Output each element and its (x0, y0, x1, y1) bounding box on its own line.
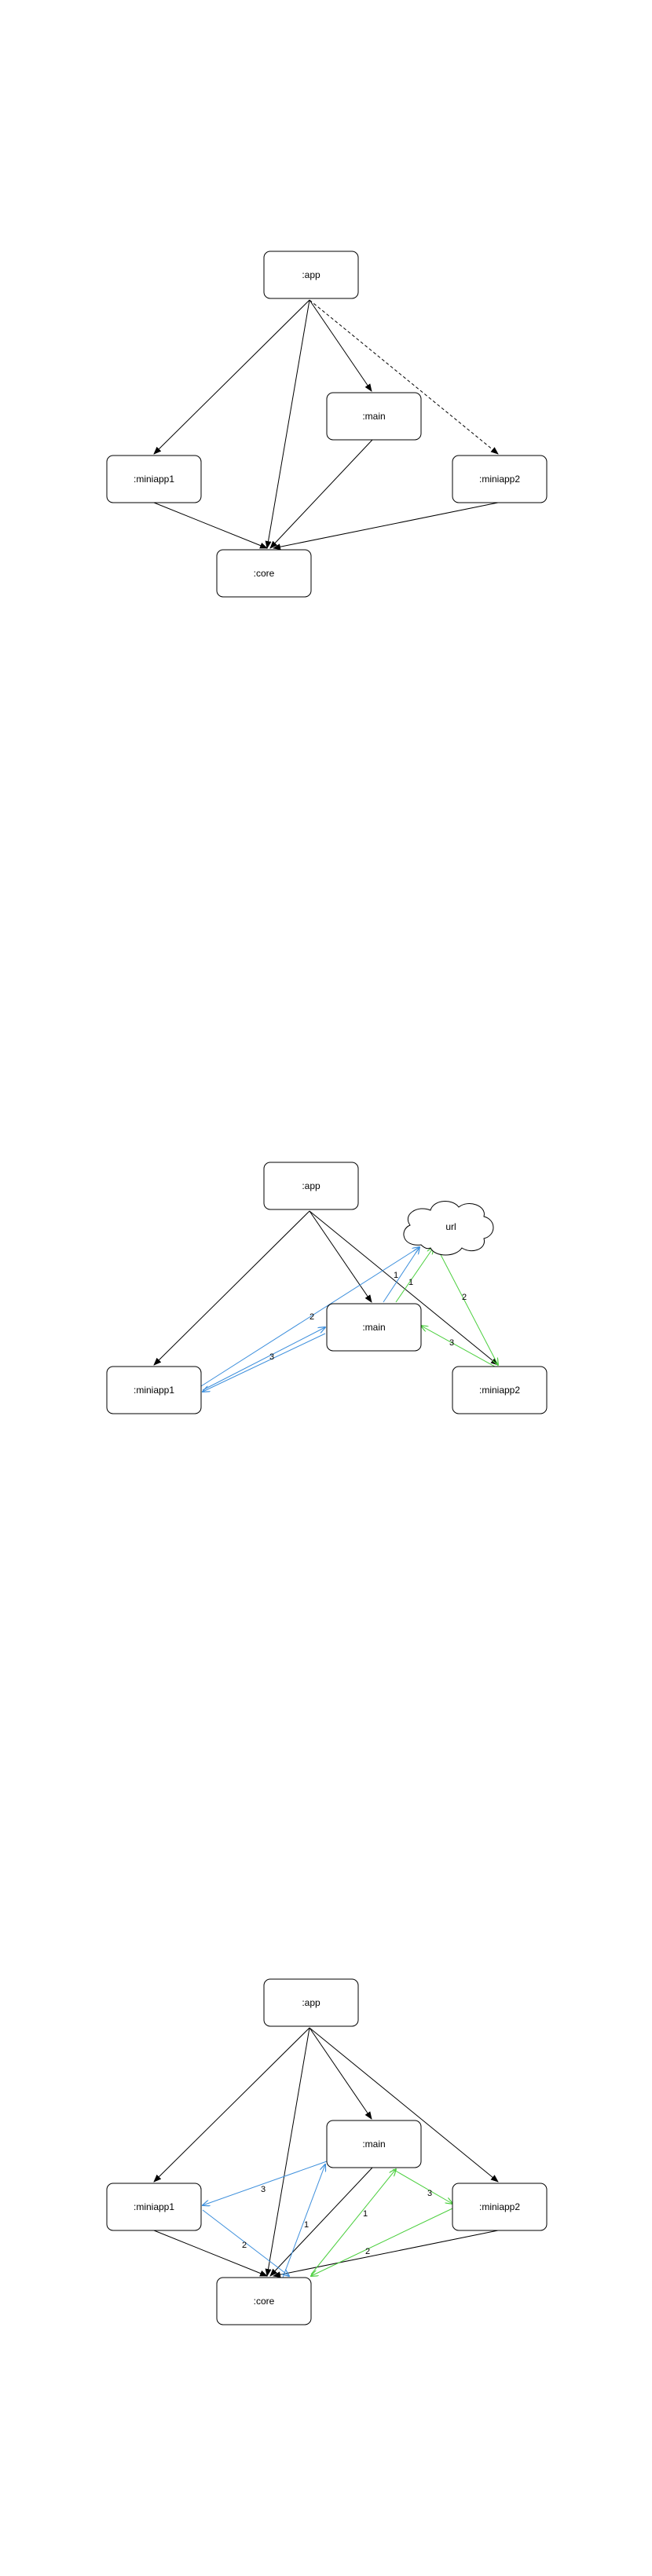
edge-label-green-3: 3 (427, 2189, 432, 2198)
node-miniapp2-label: :miniapp2 (479, 1385, 520, 1396)
edge-miniapp2-to-core (273, 502, 499, 551)
edge-app-to-miniapp2 (309, 299, 499, 455)
edge-label-blue-1: 1 (304, 2220, 309, 2230)
node-core-label: :core (254, 2296, 275, 2307)
edge-main-to-url (395, 1247, 434, 1303)
edge-core-to-main (310, 2169, 396, 2275)
edge-app-to-core (265, 299, 310, 549)
edge-url-to-miniapp2 (436, 1246, 498, 1365)
edge-miniapp1-to-core (153, 502, 268, 549)
edge-app-to-miniapp2 (309, 1210, 499, 1366)
edge-app-to-main (309, 299, 372, 392)
edge-app-to-miniapp2 (309, 2027, 499, 2183)
node-core: :core (216, 549, 312, 598)
node-miniapp1: :miniapp1 (106, 2183, 202, 2231)
node-core: :core (216, 2277, 312, 2325)
node-main-label: :main (362, 1322, 385, 1333)
url-flow-diagram: :app :main :miniapp1 :miniapp2 url 1 2 3… (106, 1162, 548, 1414)
node-miniapp2: :miniapp2 (452, 2183, 548, 2231)
edge-core-to-main (282, 2164, 325, 2278)
node-app: :app (263, 1978, 359, 2027)
edge-label-green-2: 2 (462, 1293, 467, 1302)
edge-app-to-miniapp1 (153, 299, 310, 455)
dependency-graph-diagram: :app :main :miniapp1 :miniapp2 :core (106, 251, 548, 598)
node-app: :app (263, 251, 359, 299)
edges-blue (202, 2161, 328, 2278)
edge-main-to-miniapp2 (392, 2168, 452, 2204)
node-miniapp1: :miniapp1 (106, 1366, 202, 1414)
node-app-label: :app (302, 269, 321, 280)
node-app-label: :app (302, 1180, 321, 1191)
node-main-label: :main (362, 2139, 385, 2150)
edge-app-to-miniapp1 (153, 1210, 310, 1366)
node-url-cloud: url (403, 1201, 494, 1256)
cloud-shape (403, 1201, 494, 1256)
edge-miniapp2-to-core (273, 2230, 499, 2278)
edge-label-blue-3: 3 (269, 1352, 274, 1362)
edges-black (153, 2027, 499, 2278)
edge-labels: 1 2 3 1 2 3 (269, 1271, 467, 1362)
edge-label-green-3: 3 (449, 1338, 454, 1348)
node-miniapp1-label: :miniapp1 (134, 1385, 174, 1396)
edges-green (311, 2169, 452, 2276)
edge-miniapp1-to-main (202, 1327, 325, 1391)
edge-label-blue-2: 2 (310, 1312, 314, 1322)
edge-miniapp2-to-main (421, 1326, 496, 1367)
node-miniapp2: :miniapp2 (452, 1366, 548, 1414)
edge-app-to-main (309, 1210, 372, 1303)
edge-miniapp1-to-core (202, 2209, 289, 2276)
node-miniapp2-label: :miniapp2 (479, 2201, 520, 2212)
node-main: :main (326, 2120, 422, 2168)
edge-app-to-main (309, 2027, 372, 2120)
edge-miniapp2-to-core (311, 2208, 453, 2276)
node-miniapp1-label: :miniapp1 (134, 474, 174, 485)
edge-main-to-core (269, 439, 373, 549)
edges-black (153, 1210, 499, 1366)
node-miniapp1: :miniapp1 (106, 455, 202, 503)
edge-app-to-core (265, 2027, 310, 2277)
edge-label-blue-2: 2 (242, 2241, 247, 2250)
node-url-label: url (445, 1221, 456, 1232)
node-main-label: :main (362, 411, 385, 422)
node-app: :app (263, 1162, 359, 1210)
edges-green (395, 1246, 498, 1367)
edge-label-green-1: 1 (363, 2209, 368, 2219)
edge-main-to-miniapp1 (203, 2161, 328, 2205)
edge-label-blue-1: 1 (394, 1271, 398, 1280)
node-main: :main (326, 392, 422, 441)
edge-main-to-url (383, 1247, 419, 1303)
edge-main-to-miniapp1 (203, 1333, 326, 1392)
node-main: :main (326, 1303, 422, 1352)
core-flow-diagram: :app :main :miniapp1 :miniapp2 :core 1 2… (106, 1978, 548, 2325)
edges (153, 299, 499, 551)
edge-miniapp1-to-core (153, 2230, 268, 2277)
node-miniapp1-label: :miniapp1 (134, 2201, 174, 2212)
edge-label-blue-3: 3 (261, 2185, 266, 2194)
node-core-label: :core (254, 568, 275, 579)
edge-miniapp1-to-url (200, 1247, 419, 1387)
edge-main-to-core (269, 2167, 373, 2277)
edge-labels: 1 2 3 1 2 3 (242, 2185, 432, 2256)
node-app-label: :app (302, 1997, 321, 2008)
edge-app-to-miniapp1 (153, 2027, 310, 2183)
node-miniapp2-label: :miniapp2 (479, 474, 520, 485)
edge-label-green-2: 2 (365, 2247, 370, 2256)
edges-blue (201, 1247, 419, 1392)
node-miniapp2: :miniapp2 (452, 455, 548, 503)
edge-label-green-1: 1 (408, 1278, 413, 1287)
